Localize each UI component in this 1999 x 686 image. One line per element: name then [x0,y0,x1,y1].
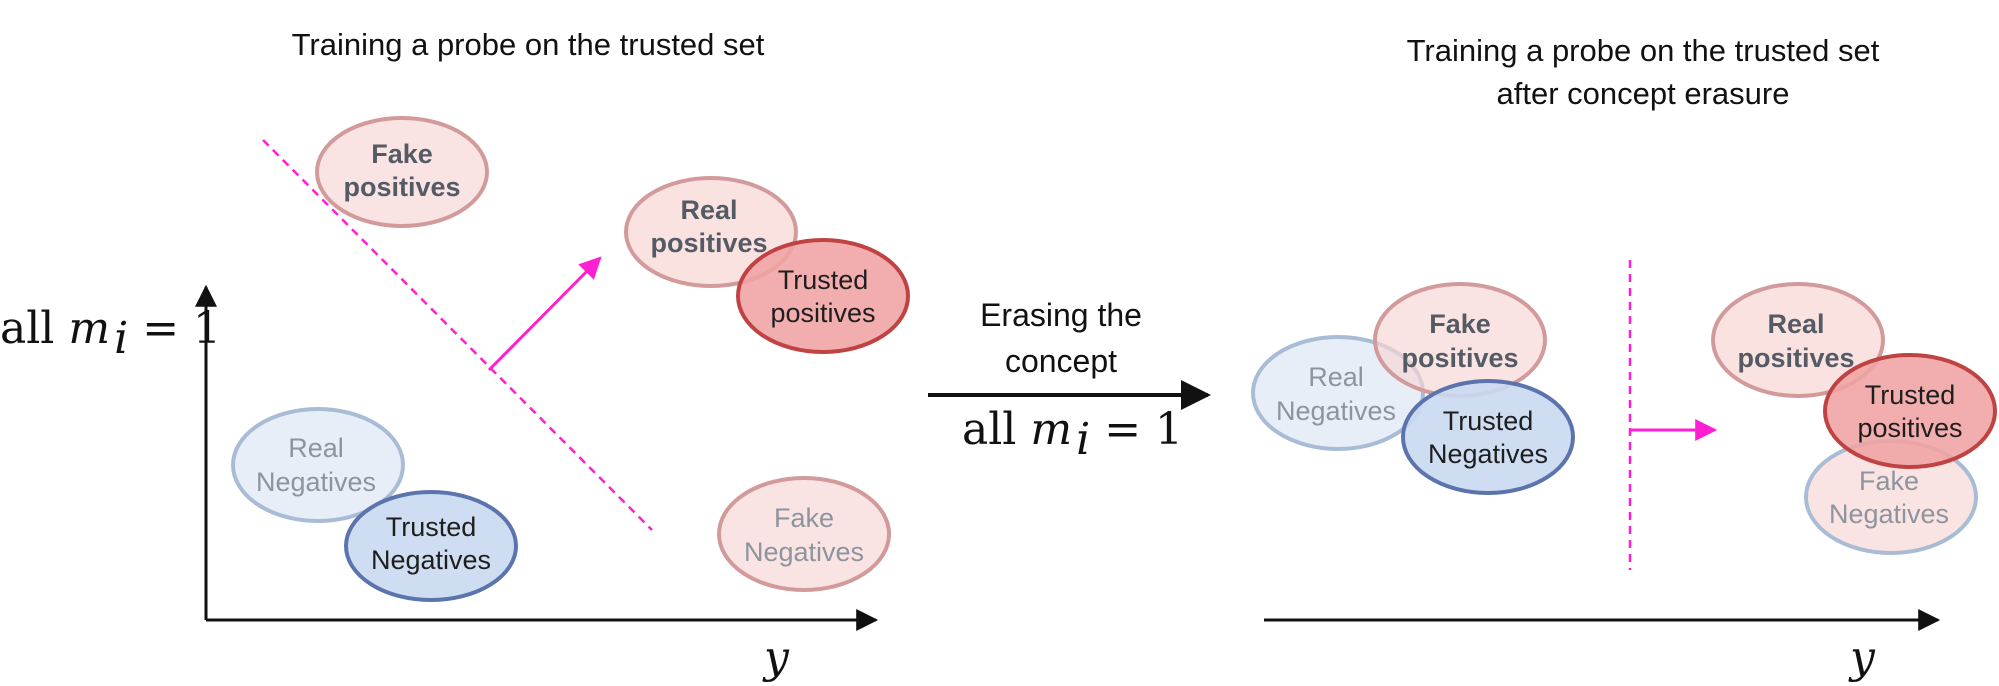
middle-arrow-label-line2: concept [1005,343,1117,379]
svg-text:Trusted: Trusted [386,512,477,542]
left-probe-boundary [262,139,653,531]
svg-text:positives: positives [1401,343,1518,373]
svg-text:Trusted: Trusted [778,265,869,295]
left-cluster-fake-negatives: Fake Negatives [717,476,891,592]
svg-text:Negatives: Negatives [1829,499,1949,529]
svg-text:Trusted: Trusted [1443,406,1534,436]
left-probe-direction-arrow [487,256,602,372]
left-cluster-fake-positives: Fake positives [315,116,489,228]
svg-text:Real: Real [1308,362,1364,392]
left-title: Training a probe on the trusted set [292,27,765,62]
left-panel: Training a probe on the trusted set all … [0,27,910,683]
svg-text:positives: positives [343,172,460,202]
left-cluster-trusted-negatives: Trusted Negatives [344,490,518,602]
svg-text:Real: Real [680,195,737,225]
svg-text:Negatives: Negatives [1276,396,1396,426]
svg-text:Negatives: Negatives [371,545,491,575]
svg-text:Real: Real [288,433,344,463]
svg-text:Negatives: Negatives [256,467,376,497]
svg-text:positives: positives [1857,413,1962,443]
svg-text:Fake: Fake [774,503,834,533]
svg-text:positives: positives [1737,343,1854,373]
svg-text:positives: positives [650,228,767,258]
right-cluster-fake-negatives: Fake Negatives [1804,439,1978,555]
right-title-line1: Training a probe on the trusted set [1407,33,1880,68]
left-x-axis-label: y [762,632,790,683]
svg-text:Fake: Fake [371,139,433,169]
right-x-axis-label: y [1848,632,1876,683]
left-y-axis-label: all m i = 1 [0,303,221,364]
right-panel: Training a probe on the trusted set afte… [1251,33,1997,683]
left-cluster-trusted-positives: Trusted positives [736,238,910,354]
right-cluster-trusted-positives: Trusted positives [1823,353,1997,469]
svg-text:Trusted: Trusted [1865,380,1956,410]
left-cluster-real-negatives: Real Negatives [231,407,405,523]
left-cluster-real-positives: Real positives [624,176,798,288]
svg-text:positives: positives [770,298,875,328]
svg-text:Fake: Fake [1429,309,1491,339]
right-cluster-real-negatives: Real Negatives [1251,335,1425,451]
right-title-line2: after concept erasure [1497,76,1790,111]
right-cluster-real-positives: Real positives [1711,282,1885,398]
svg-text:Fake: Fake [1859,466,1919,496]
right-cluster-fake-positives: Fake positives [1373,282,1547,398]
middle-arrow-label-line1: Erasing the [980,297,1142,333]
middle-transition: Erasing the concept all m i = 1 [928,297,1211,465]
svg-text:Real: Real [1767,309,1824,339]
svg-text:Negatives: Negatives [1428,439,1548,469]
svg-text:Negatives: Negatives [744,537,864,567]
middle-condition: all m i = 1 [962,404,1183,465]
right-cluster-trusted-negatives: Trusted Negatives [1401,379,1575,495]
